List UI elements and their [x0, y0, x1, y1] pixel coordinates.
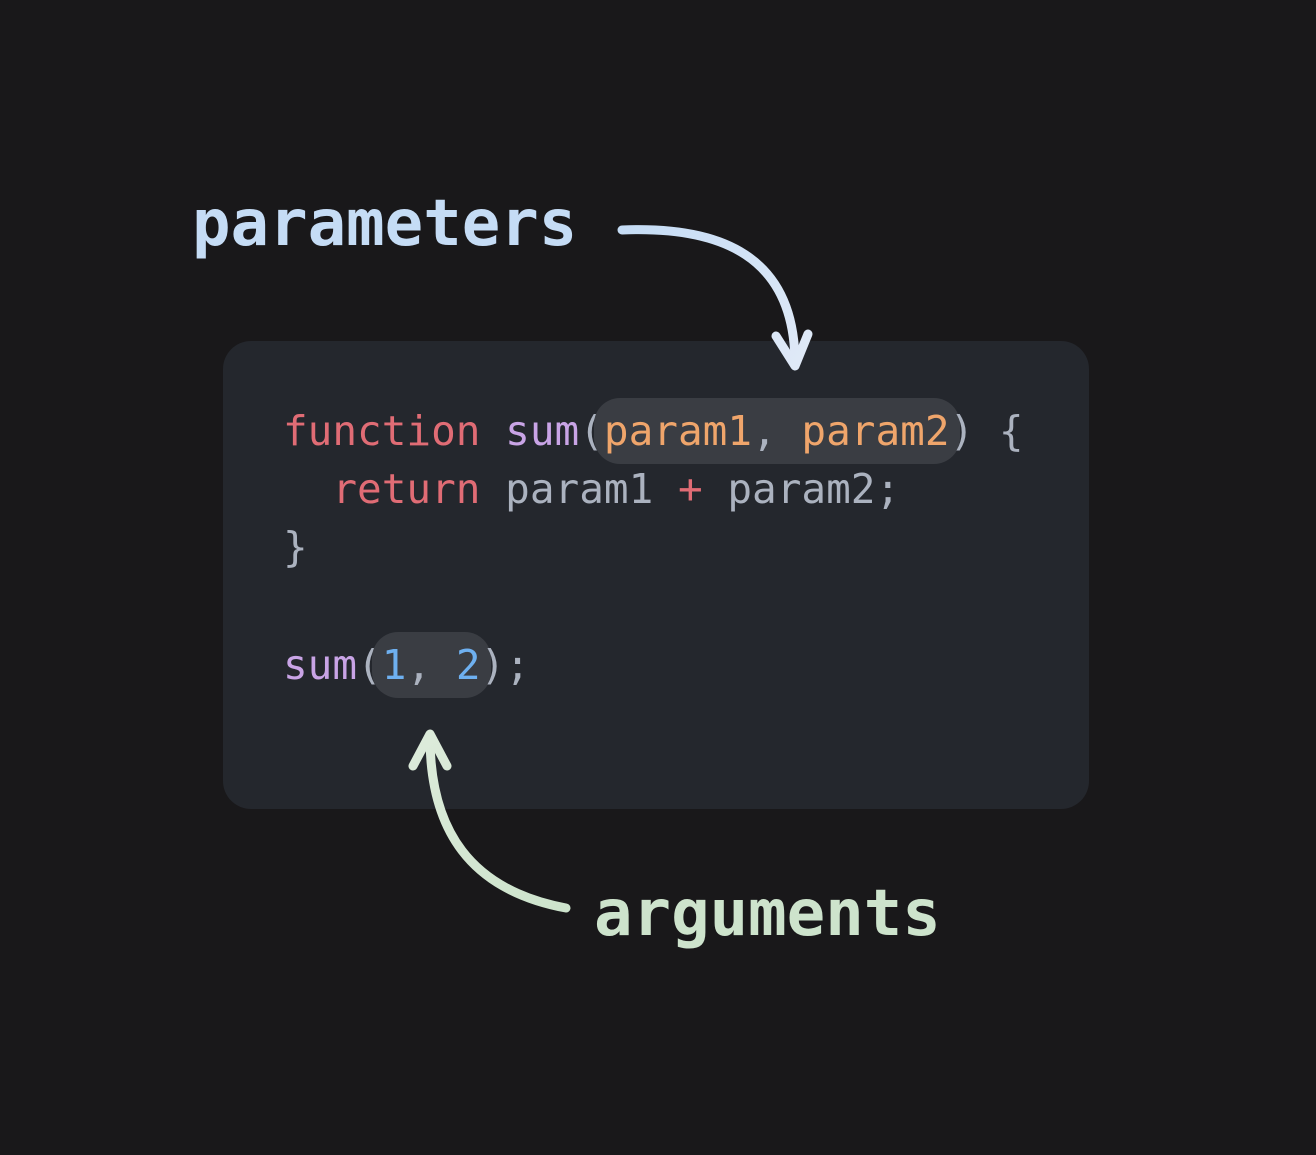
- function-name: sum: [505, 407, 580, 455]
- arg2-token: 2: [455, 641, 481, 689]
- arguments-arrow: [408, 729, 571, 913]
- call-semicolon: ;: [505, 641, 530, 689]
- parameters-highlight: param1, param2: [593, 398, 960, 464]
- code-line-function-call: sum(1, 2);: [283, 632, 530, 698]
- code-panel: function sum(param1, param2) { return pa…: [223, 341, 1089, 809]
- code-line-return: return param1 + param2;: [283, 461, 900, 517]
- close-brace: }: [283, 523, 308, 571]
- arg-comma: ,: [406, 641, 456, 689]
- arg1-token: 1: [381, 641, 407, 689]
- function-keyword: function: [283, 407, 481, 455]
- plus-operator: +: [677, 465, 703, 513]
- code-line-close-brace: }: [283, 519, 308, 575]
- param-comma: ,: [752, 407, 802, 455]
- close-paren: ): [949, 407, 975, 455]
- call-close-paren: ): [480, 641, 506, 689]
- open-brace: {: [974, 407, 1024, 455]
- param1-token: param1: [603, 407, 753, 455]
- return-keyword: return: [332, 465, 481, 513]
- call-function-name: sum: [283, 641, 358, 689]
- arguments-highlight: 1, 2: [371, 632, 491, 698]
- code-line-function-declaration: function sum(param1, param2) {: [283, 398, 1024, 464]
- return-operand-2: param2;: [702, 465, 901, 513]
- parameters-label: parameters: [192, 187, 578, 261]
- arguments-label: arguments: [594, 877, 941, 951]
- parameters-arrow: [617, 225, 813, 371]
- param2-token: param2: [801, 407, 950, 455]
- return-operand-1: param1: [480, 465, 678, 513]
